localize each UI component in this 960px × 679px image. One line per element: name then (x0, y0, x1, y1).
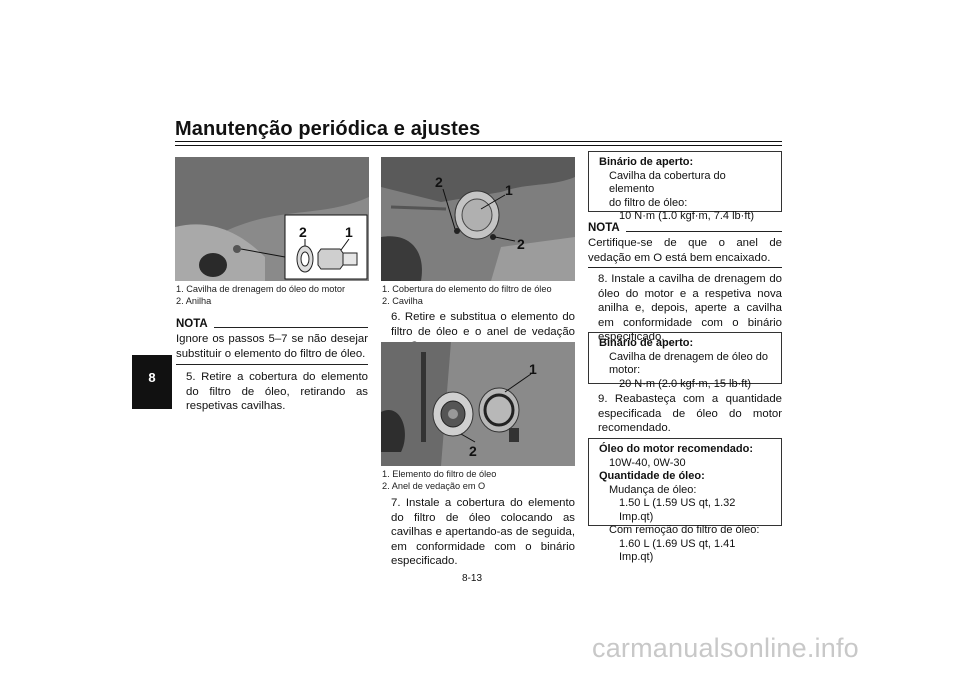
figure-caption-drain: 1. Cavilha de drenagem do óleo do motor … (176, 283, 376, 307)
torque-item: Cavilha de drenagem de óleo do (609, 350, 769, 363)
oil-qty-title: Quantidade de óleo: (599, 470, 705, 482)
callout-2: 2 (299, 224, 307, 240)
callout-1: 1 (529, 361, 537, 377)
caption-line: 2. Anilha (176, 296, 212, 306)
chapter-tab: 8 (132, 355, 172, 409)
step-8: 8. Instale a cavilha de drenagem do óleo… (598, 273, 782, 343)
callout-1: 1 (505, 182, 513, 198)
torque-value: 20 N·m (2.0 kgf·m, 15 lb·ft) (619, 377, 752, 390)
nota-end-rule (588, 267, 782, 268)
callout-2: 2 (469, 443, 477, 459)
oil-change-value: 1.50 L (1.59 US qt, 1.32 Imp.qt) (619, 497, 736, 523)
caption-line: 2. Cavilha (382, 296, 423, 306)
torque-box-drain: Binário de aperto: Cavilha de drenagem d… (588, 332, 782, 390)
callout-2: 2 (435, 174, 443, 190)
step-7: 7. Instale a cobertura do elemento do fi… (391, 497, 575, 567)
oil-grade: 10W-40, 0W-30 (609, 456, 686, 469)
oil-filter-value: 1.60 L (1.69 US qt, 1.41 Imp.qt) (619, 537, 736, 564)
drain-bolt-photo: 2 1 (175, 157, 369, 281)
caption-line: 1. Elemento do filtro de óleo (382, 469, 497, 479)
watermark: carmanualsonline.info (592, 633, 859, 663)
step-9: 9. Reabasteça com a quantidade espe­cifi… (598, 393, 782, 434)
nota-label: NOTA (176, 318, 208, 330)
page-number: 8-13 (462, 573, 483, 584)
drain-bolt-illustration: 2 1 (175, 157, 369, 281)
caption-line: 1. Cavilha de drenagem do óleo do motor (176, 284, 346, 294)
oil-change-label: Mudança de óleo: (609, 483, 697, 496)
filter-element-photo: 1 2 (381, 342, 575, 466)
nota-rule (626, 231, 782, 232)
step-5: 5. Retire a cobertura do elemento do fil… (186, 371, 368, 412)
callout-1: 1 (345, 224, 353, 240)
nota-text: Certifique-se de que o anel de vedação e… (588, 237, 782, 264)
nota-end-rule (176, 364, 368, 365)
callout-2: 2 (517, 236, 525, 252)
torque-item: motor: (609, 364, 641, 376)
caption-line: 1. Cobertura do elemento do filtro de ól… (382, 284, 552, 294)
caption-line: 2. Anel de vedação em O (382, 481, 486, 491)
header-rule (175, 141, 782, 142)
figure-caption-element: 1. Elemento do filtro de óleo 2. Anel de… (382, 468, 582, 492)
filter-cover-photo: 2 1 2 (381, 157, 575, 281)
filter-cover-illustration: 2 1 2 (381, 157, 575, 281)
filter-element-illustration: 1 2 (381, 342, 575, 466)
torque-item: Cavilha da cobertura do elemento (609, 169, 726, 196)
torque-item: do filtro de óleo: (609, 196, 688, 209)
nota-label: NOTA (588, 222, 620, 234)
oil-spec-box: Óleo do motor recomendado: 10W-40, 0W-30… (588, 438, 782, 563)
torque-value: 10 N·m (1.0 kgf·m, 7.4 lb·ft) (619, 210, 755, 222)
oil-filter-label: Com remoção do filtro de óleo: (609, 524, 760, 536)
header-rule-thin (175, 145, 782, 146)
nota-rule (214, 327, 368, 328)
torque-title: Binário de aperto: (599, 156, 694, 168)
figure-caption-cover: 1. Cobertura do elemento do filtro de ól… (382, 283, 582, 307)
torque-box-cover: Binário de aperto: Cavilha da cobertura … (588, 151, 782, 222)
page-title: Manutenção periódica e ajustes (175, 118, 481, 140)
torque-title: Binário de aperto: (599, 337, 694, 349)
oil-title: Óleo do motor recomendado: (599, 443, 754, 455)
nota-text: Ignore os passos 5–7 se não desejar subs… (176, 333, 368, 360)
